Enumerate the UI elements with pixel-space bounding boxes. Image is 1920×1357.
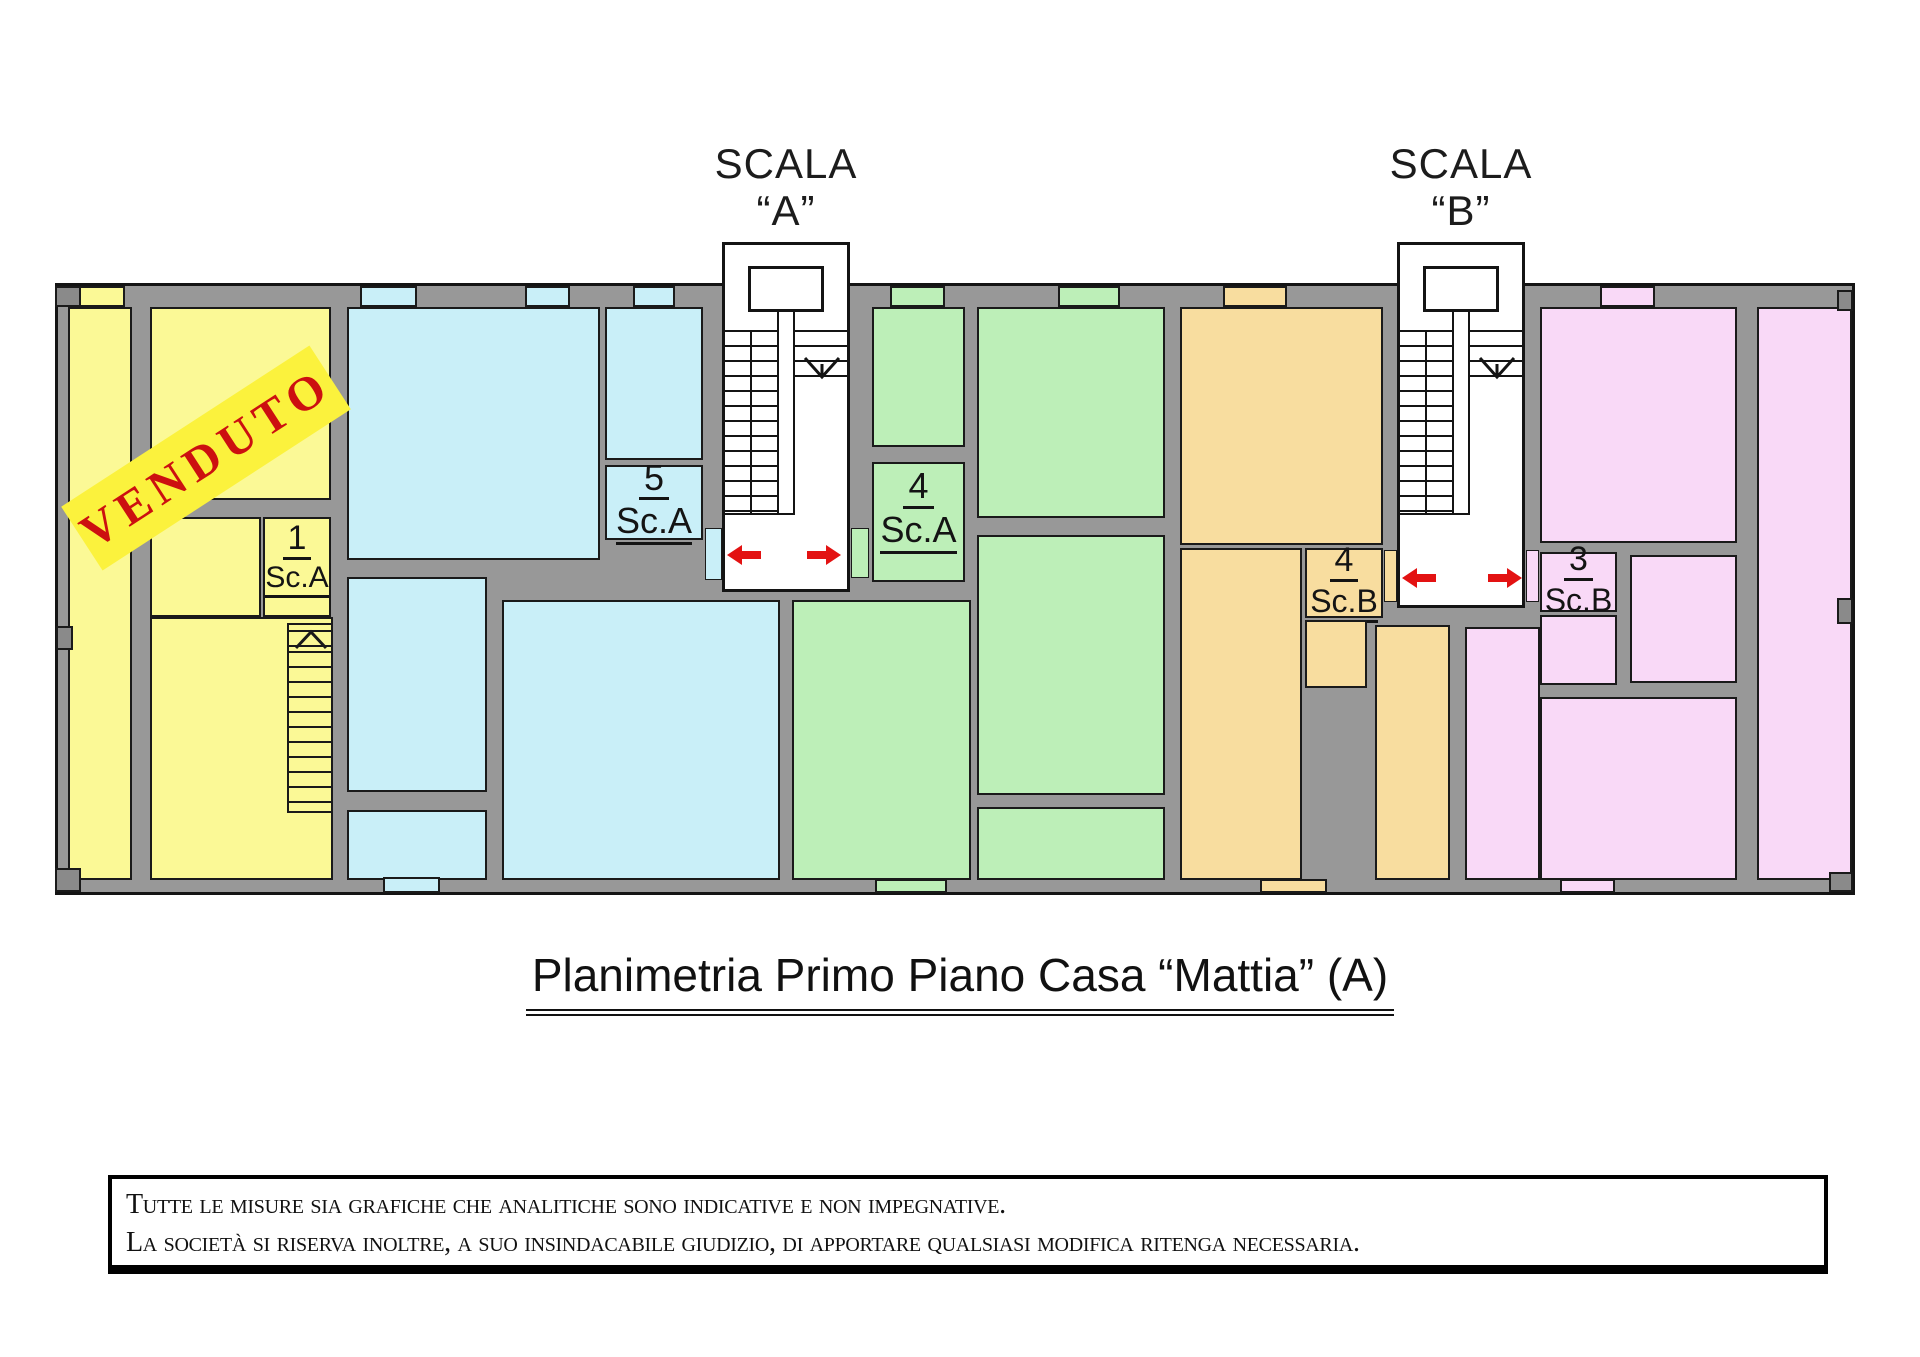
window bbox=[1560, 879, 1615, 893]
window bbox=[360, 286, 417, 307]
unit-scale: Sc.B bbox=[1310, 584, 1378, 623]
room-green-bottom-big bbox=[792, 600, 971, 880]
disclaimer-box: Tutte le misure sia grafiche che analiti… bbox=[108, 1175, 1828, 1274]
chevron-up-icon bbox=[294, 629, 328, 650]
stair-b-landing bbox=[1423, 266, 1499, 312]
room-pink-mid-small bbox=[1540, 615, 1617, 685]
room-pink-balcony bbox=[1757, 307, 1852, 880]
room-yellow-balcony bbox=[68, 307, 132, 880]
stairwell-a-title: SCALA “A” bbox=[676, 140, 896, 234]
wall-pillar bbox=[56, 626, 73, 650]
chevron-down-icon bbox=[803, 356, 841, 380]
stairwell-name: SCALA bbox=[1389, 140, 1533, 187]
window bbox=[633, 286, 675, 307]
door-gap bbox=[1526, 550, 1539, 602]
unit-label-3-scB: 3 Sc.B bbox=[1542, 542, 1615, 622]
window bbox=[890, 286, 945, 307]
window bbox=[75, 286, 125, 307]
room-green-top-big bbox=[977, 307, 1165, 518]
entry-arrow-left-icon bbox=[1402, 568, 1436, 588]
room-orange-top bbox=[1180, 307, 1383, 545]
unit-scale: Sc.A bbox=[615, 502, 693, 546]
wall-pillar bbox=[55, 868, 81, 892]
unit-number: 1 bbox=[282, 521, 312, 560]
door-gap bbox=[1384, 550, 1397, 602]
room-orange-below-entry bbox=[1305, 620, 1367, 688]
room-cyan-top-small bbox=[605, 307, 703, 460]
unit-number: 4 bbox=[903, 467, 934, 509]
page-title: Planimetria Primo Piano Casa “Mattia” (A… bbox=[525, 948, 1395, 1016]
room-pink-right bbox=[1630, 555, 1737, 683]
room-green-top-small bbox=[872, 307, 965, 447]
unit-number: 4 bbox=[1329, 543, 1359, 583]
room-yellow-entry: 1 Sc.A bbox=[263, 517, 331, 617]
stair-b-railing bbox=[1452, 308, 1470, 515]
room-pink-under-stair bbox=[1465, 627, 1540, 880]
stair-a-flight-divider bbox=[750, 330, 752, 515]
window bbox=[1058, 286, 1120, 307]
stair-b-flight-divider bbox=[1425, 330, 1427, 515]
room-pink-top bbox=[1540, 307, 1737, 543]
room-cyan-big-bottom bbox=[502, 600, 780, 880]
unit-scale: Sc.A bbox=[265, 561, 329, 599]
window bbox=[875, 879, 947, 893]
chevron-down-icon bbox=[1478, 356, 1516, 380]
room-yellow-mid bbox=[150, 517, 261, 617]
stairwell-name: SCALA bbox=[714, 140, 858, 187]
wall-pillar bbox=[1837, 598, 1853, 624]
window bbox=[1600, 286, 1655, 307]
stairwell-letter: “A” bbox=[756, 187, 816, 234]
unit-label-1-scA: 1 Sc.A bbox=[265, 519, 329, 615]
entry-arrow-right-icon bbox=[807, 545, 841, 565]
unit-label-4-scA: 4 Sc.A bbox=[874, 464, 963, 580]
internal-staircase bbox=[287, 623, 333, 813]
room-green-mid bbox=[977, 535, 1165, 795]
stairwell-b-title: SCALA “B” bbox=[1351, 140, 1571, 234]
room-green-entry: 4 Sc.A bbox=[872, 462, 965, 582]
room-cyan-living bbox=[347, 307, 600, 560]
door-gap bbox=[851, 528, 869, 578]
window bbox=[525, 286, 570, 307]
room-cyan-mid bbox=[347, 577, 487, 792]
unit-number: 5 bbox=[638, 459, 670, 501]
disclaimer-line-2: La società si riserva inoltre, a suo ins… bbox=[126, 1227, 1360, 1258]
unit-label-5-scA: 5 Sc.A bbox=[607, 459, 701, 546]
room-cyan-entry: 5 Sc.A bbox=[605, 459, 703, 546]
room-orange-entry: 4 Sc.B bbox=[1305, 543, 1383, 623]
window bbox=[1260, 879, 1327, 893]
room-pink-entry: 3 Sc.B bbox=[1540, 542, 1617, 622]
room-orange-left bbox=[1180, 548, 1302, 880]
wall-pillar bbox=[1837, 290, 1853, 311]
window bbox=[383, 877, 440, 893]
door-gap bbox=[705, 528, 722, 580]
title-wrap: Planimetria Primo Piano Casa “Mattia” (A… bbox=[0, 948, 1920, 1016]
window bbox=[1223, 286, 1287, 307]
entry-arrow-right-icon bbox=[1488, 568, 1522, 588]
unit-number: 3 bbox=[1564, 542, 1593, 582]
unit-label-4-scB: 4 Sc.B bbox=[1307, 543, 1381, 623]
disclaimer-line-1: Tutte le misure sia grafiche che analiti… bbox=[126, 1189, 1006, 1220]
room-green-bottom-small bbox=[977, 807, 1165, 880]
room-orange-bottom bbox=[1375, 625, 1450, 880]
unit-scale: Sc.A bbox=[880, 510, 957, 554]
entry-arrow-left-icon bbox=[727, 545, 761, 565]
wall-pillar bbox=[55, 286, 81, 307]
stair-a-railing bbox=[777, 308, 795, 515]
stair-a-landing bbox=[748, 266, 824, 312]
room-pink-bottom bbox=[1540, 697, 1737, 880]
room-cyan-small bbox=[347, 810, 487, 880]
stairwell-letter: “B” bbox=[1431, 187, 1491, 234]
wall-pillar bbox=[1829, 872, 1853, 892]
